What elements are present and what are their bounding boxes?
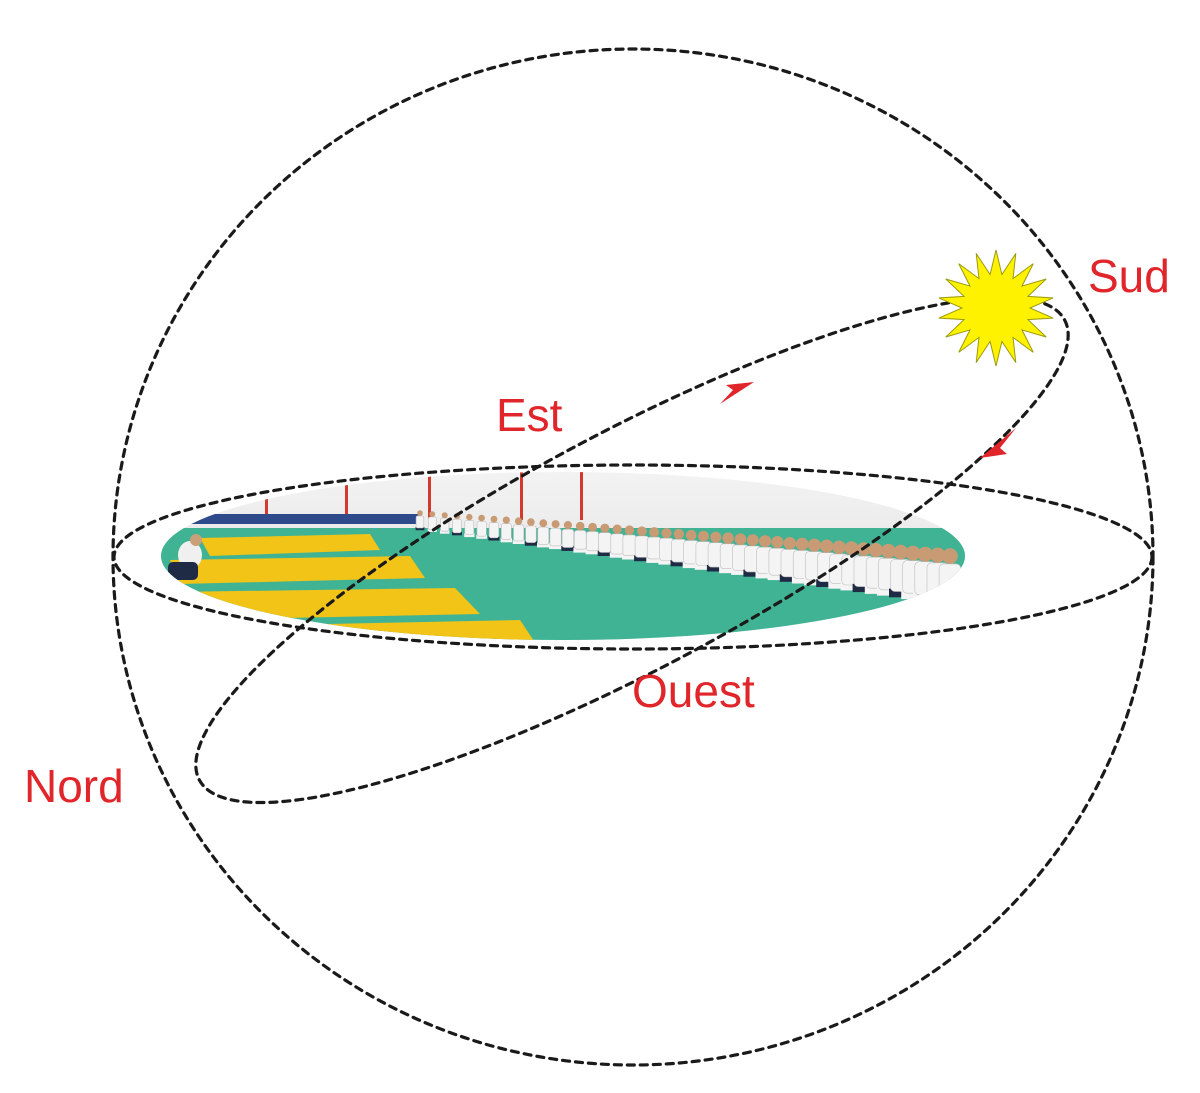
seated-person <box>512 517 525 544</box>
seated-person <box>476 514 487 539</box>
seated-person <box>573 521 587 553</box>
arrow-setting-icon <box>980 428 1016 458</box>
horizon-ellipse <box>112 463 1154 651</box>
label-north: Nord <box>24 760 124 812</box>
sun-icon <box>938 249 1054 367</box>
label-west: Ouest <box>632 665 755 717</box>
seated-person <box>609 524 625 558</box>
sun-path-ellipse <box>194 295 1070 805</box>
seated-person <box>706 531 725 572</box>
seated-person <box>646 527 663 563</box>
seated-person <box>524 518 537 546</box>
seated-person <box>585 522 600 555</box>
seated-person <box>634 526 650 562</box>
seated-person <box>561 521 575 551</box>
seated-person <box>464 513 475 538</box>
seated-person <box>488 515 500 541</box>
arrow-rising-icon <box>720 382 754 404</box>
seated-person <box>670 528 688 567</box>
seated-person <box>597 523 613 556</box>
seated-person <box>549 520 562 550</box>
seated-person <box>682 529 700 569</box>
seated-person <box>415 510 425 531</box>
seated-person <box>719 532 738 574</box>
seated-person <box>500 516 512 543</box>
label-east: Est <box>496 389 563 441</box>
seated-person <box>658 528 675 565</box>
seated-person <box>537 519 550 548</box>
label-south: Sud <box>1088 250 1170 302</box>
seated-person <box>622 525 638 560</box>
instructor-figure <box>168 534 202 580</box>
